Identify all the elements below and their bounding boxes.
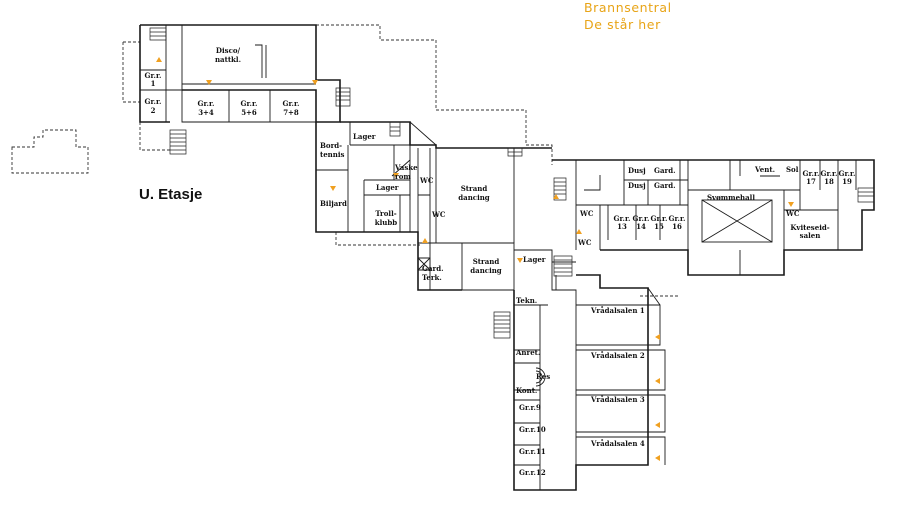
room-biljard: Biljard [320,199,347,208]
room-vent: Vent. [754,165,775,174]
legend-line-1: Brannsentral [584,0,672,15]
room-grr-9: Gr.r.9 [519,403,541,412]
room-vradalsalen-4: Vrådalsalen 4 [590,439,645,448]
room-dusj-1: Dusj [628,166,646,175]
room-svommehall: Svømmehall [707,193,755,202]
room-labels: Disco/nattkl. Gr.r.1 Gr.r.2 Gr.r.3+4 Gr.… [145,46,856,477]
room-gard-terk: Gard.Terk. [422,264,444,282]
room-grr-19: Gr.r.19 [839,169,856,186]
room-lager-mid: Lager [376,183,399,192]
room-res: Res [536,372,550,381]
room-kont: Kont. [516,386,537,395]
room-lager-low: Lager [523,255,546,264]
room-grr-3-4: Gr.r.3+4 [198,99,215,117]
room-wc-c: WC [579,209,594,218]
room-sol: Sol [786,165,799,174]
room-grr-18: Gr.r.18 [821,169,838,186]
room-grr-11: Gr.r.11 [519,447,546,456]
legend-line-2: De står her [584,17,661,32]
room-aktivitetssalen: Kviteseid-salen [790,223,829,240]
room-grr-16: Gr.r.16 [669,214,686,231]
floor-title: U. Etasje [139,186,202,203]
room-wc-e: WC [577,238,592,247]
room-vradalsalen-2: Vrådalsalen 2 [590,351,645,360]
room-lager-top: Lager [353,132,376,141]
outline-dashed [122,24,680,297]
room-grr-15: Gr.r.15 [651,214,668,231]
room-vradalsalen-1: Vrådalsalen 1 [590,306,645,315]
room-anret: Anret. [515,348,540,357]
room-grr-14: Gr.r.14 [633,214,650,231]
room-gard-2: Gard. [654,181,676,190]
room-wc-b: WC [431,210,446,219]
room-disco: Disco/nattkl. [215,46,241,64]
room-tekn: Tekn. [516,296,537,305]
stairs [149,27,875,339]
detached-building-outline [11,129,89,174]
room-trollklubb: Troll-klubb [375,209,397,227]
room-wc-a: WC [419,176,434,185]
room-grr-17: Gr.r.17 [803,169,820,186]
room-gard-1: Gard. [654,166,676,175]
room-grr-2: Gr.r.2 [145,97,162,115]
room-grr-1: Gr.r.1 [145,71,162,88]
room-wc-d: WC [785,209,800,218]
room-bordtennis: Bord-tennis [320,141,345,159]
room-grr-13: Gr.r.13 [614,214,631,231]
room-grr-10: Gr.r.10 [519,425,546,434]
room-dusj-2: Dusj [628,181,646,190]
walls [139,24,875,491]
room-vradalsalen-3: Vrådalsalen 3 [590,395,645,404]
room-grr-12: Gr.r.12 [519,468,546,477]
room-grr-7-8: Gr.r.7+8 [283,99,300,117]
room-grr-5-6: Gr.r.5+6 [241,99,258,117]
alarm-markers [156,57,794,461]
